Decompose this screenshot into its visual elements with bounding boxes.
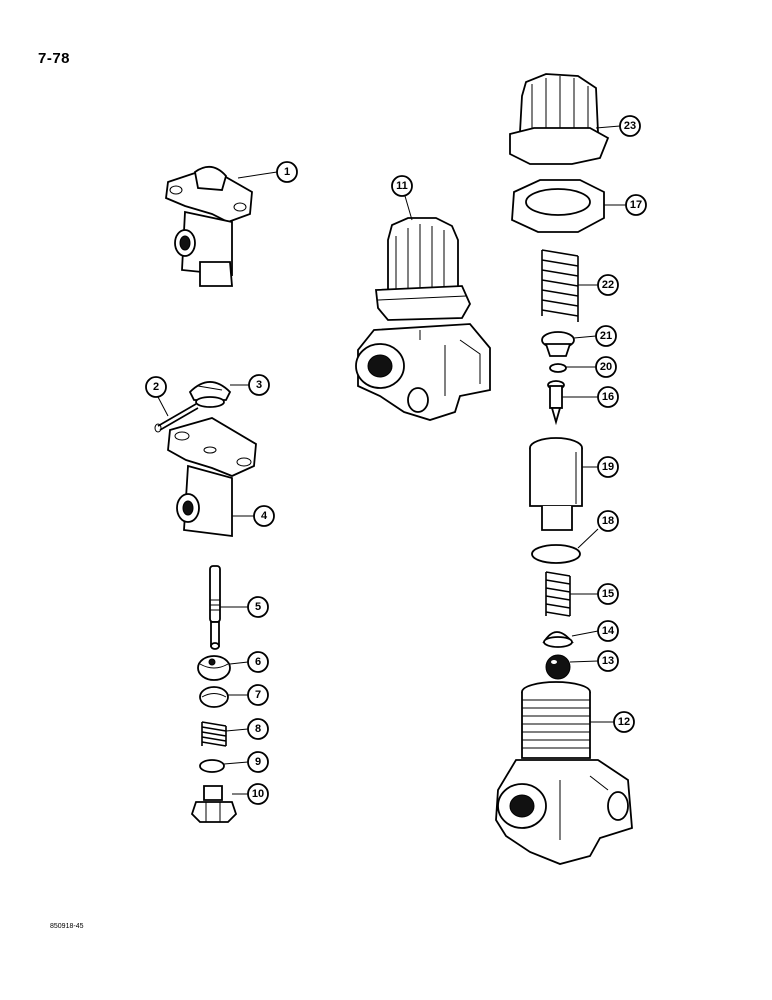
part-10-plug: [190, 785, 238, 823]
svg-text:7: 7: [255, 689, 261, 701]
svg-text:5: 5: [255, 601, 261, 613]
part-22-spring: [541, 249, 579, 322]
svg-text:2: 2: [153, 381, 159, 393]
svg-text:3: 3: [256, 379, 262, 391]
part-21-spring-seat: [541, 331, 575, 357]
svg-text:21: 21: [600, 330, 612, 342]
callout-10: 10: [232, 783, 269, 805]
part-5-valve-stem: [209, 565, 221, 650]
callout-3: 3: [230, 374, 270, 396]
svg-text:9: 9: [255, 756, 261, 768]
callout-7: 7: [228, 684, 269, 706]
callout-2: 2: [145, 376, 169, 417]
callout-22: 22: [578, 274, 619, 296]
part-14-seat: [542, 631, 574, 648]
svg-text:6: 6: [255, 656, 261, 668]
svg-text:18: 18: [602, 515, 614, 527]
svg-text:19: 19: [602, 461, 614, 473]
page-number: 7-78: [38, 50, 71, 67]
callout-16: 16: [562, 386, 619, 408]
part-4-valve-body: [167, 417, 257, 538]
callout-23: 23: [595, 115, 641, 137]
callout-17: 17: [604, 194, 647, 216]
svg-text:1: 1: [284, 166, 290, 178]
svg-text:11: 11: [396, 180, 408, 192]
callouts: 1 2 3 4 5: [145, 115, 647, 805]
part-7-ball: [199, 686, 229, 708]
callout-11: 11: [391, 175, 413, 221]
callout-13: 13: [569, 650, 619, 672]
part-18-o-ring: [531, 544, 581, 564]
part-16-poppet: [547, 380, 565, 426]
callout-8: 8: [225, 718, 269, 740]
svg-text:16: 16: [602, 391, 614, 403]
part-11-relief-valve-assembly: [355, 217, 491, 421]
callout-19: 19: [582, 456, 619, 478]
svg-text:15: 15: [602, 588, 614, 600]
svg-text:14: 14: [602, 625, 615, 637]
part-19-piston: [529, 437, 583, 531]
callout-5: 5: [220, 596, 269, 618]
svg-text:12: 12: [618, 716, 630, 728]
part-6-seat: [197, 655, 231, 681]
callout-1: 1: [237, 161, 298, 183]
part-20-o-ring: [549, 363, 567, 373]
part-12-valve-housing: [495, 681, 633, 865]
svg-text:17: 17: [630, 199, 642, 211]
part-13-ball: [545, 654, 571, 680]
svg-text:4: 4: [261, 510, 268, 522]
callout-20: 20: [566, 356, 617, 378]
svg-text:13: 13: [602, 655, 614, 667]
callout-18: 18: [577, 510, 619, 549]
svg-text:8: 8: [255, 723, 261, 735]
figure-code: 850918-45: [50, 923, 84, 930]
part-15-spring: [545, 571, 571, 617]
svg-text:10: 10: [252, 788, 264, 800]
callout-12: 12: [590, 711, 635, 733]
svg-text:22: 22: [602, 279, 614, 291]
part-3-cap: [188, 381, 232, 408]
part-1-valve-body-assembly: [165, 166, 253, 287]
svg-text:20: 20: [600, 361, 612, 373]
part-8-spring: [201, 721, 227, 747]
svg-text:23: 23: [624, 120, 636, 132]
part-17-jam-nut: [511, 179, 605, 233]
callout-9: 9: [223, 751, 269, 773]
callout-14: 14: [571, 620, 619, 642]
part-23-cap-nut: [509, 73, 610, 165]
part-9-washer: [199, 759, 225, 773]
callout-6: 6: [229, 651, 269, 673]
callout-15: 15: [570, 583, 619, 605]
callout-4: 4: [232, 505, 275, 527]
callout-21: 21: [573, 325, 617, 347]
part-2-cotter-pin: [154, 403, 199, 433]
